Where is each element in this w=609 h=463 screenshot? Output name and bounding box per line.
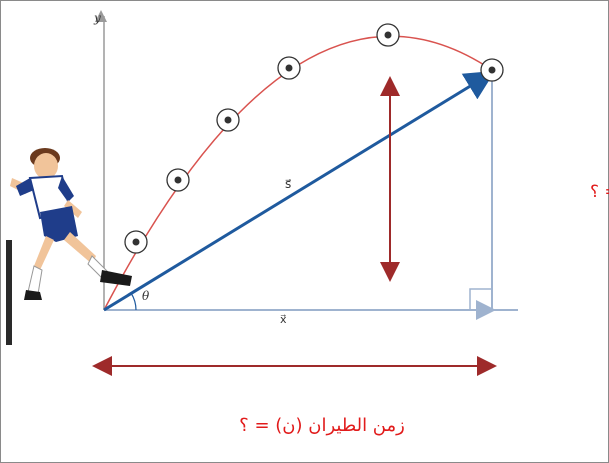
angle-label: θ: [142, 289, 150, 303]
trajectory-arc: [103, 35, 493, 311]
soccer-ball-icon: [277, 56, 301, 80]
right-angle-marker: [469, 288, 493, 311]
soccer-ball-icon: [376, 23, 400, 47]
y-axis-label: y: [93, 11, 101, 25]
soccer-ball-icon: [124, 230, 148, 254]
displacement-vector: [103, 70, 496, 312]
soccer-ball-icon: [480, 58, 504, 82]
displacement-label: s⃗: [285, 177, 291, 191]
max-height-label: أقصى ارتفاع (م) = ؟: [590, 180, 609, 202]
flight-time-label: زمن الطيران (ن) = ؟: [239, 415, 405, 436]
soccer-player-icon: [10, 148, 132, 300]
angle-arc: [130, 292, 137, 311]
soccer-ball-icon: [166, 168, 190, 192]
x-vector-label: x⃗: [280, 313, 287, 326]
soccer-ball-icon: [216, 108, 240, 132]
left-edge-bar: [6, 240, 12, 345]
